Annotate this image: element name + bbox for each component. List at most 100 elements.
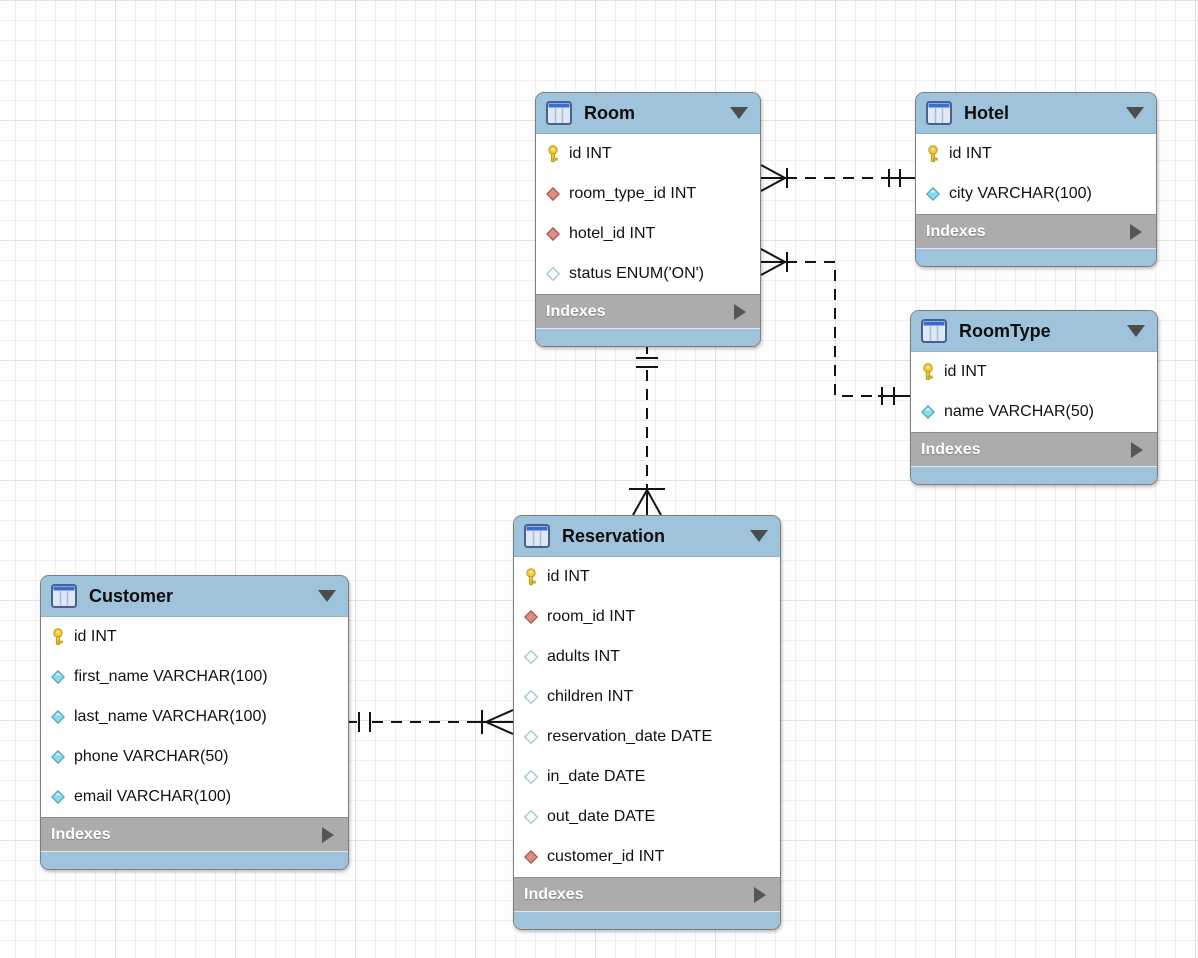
field-label: id INT	[949, 145, 992, 162]
table-title: RoomType	[959, 320, 1051, 341]
table-header[interactable]: Reservation	[514, 516, 780, 557]
field-label: id INT	[547, 568, 590, 585]
indexes-row[interactable]: Indexes	[41, 817, 348, 851]
relationship-room-reservation[interactable]	[629, 345, 665, 516]
field-row[interactable]: room_id INT	[514, 597, 780, 637]
table-title: Reservation	[562, 525, 666, 546]
collapse-arrow-icon[interactable]	[750, 530, 768, 542]
collapse-arrow-icon[interactable]	[1126, 107, 1144, 119]
field-row[interactable]: id INT	[916, 134, 1156, 174]
field-row[interactable]: reservation_date DATE	[514, 717, 780, 757]
table-title: Room	[584, 102, 635, 123]
field-label: email VARCHAR(100)	[74, 788, 232, 805]
field-label: city VARCHAR(100)	[949, 185, 1092, 202]
field-label: reservation_date DATE	[547, 728, 713, 745]
indexes-label: Indexes	[926, 222, 986, 240]
nullable-column-icon	[523, 770, 539, 784]
field-label: room_id INT	[547, 608, 636, 625]
field-row[interactable]: in_date DATE	[514, 757, 780, 797]
table-footer	[916, 248, 1156, 266]
primary-key-icon	[920, 363, 936, 381]
field-list: id INT name VARCHAR(50)	[911, 352, 1157, 432]
field-row[interactable]: id INT	[41, 617, 348, 657]
field-row[interactable]: first_name VARCHAR(100)	[41, 657, 348, 697]
field-label: name VARCHAR(50)	[944, 403, 1094, 420]
field-row[interactable]: email VARCHAR(100)	[41, 777, 348, 817]
table-footer	[536, 328, 760, 346]
column-icon	[925, 187, 941, 201]
field-label: last_name VARCHAR(100)	[74, 708, 267, 725]
column-icon	[50, 710, 66, 724]
field-row[interactable]: name VARCHAR(50)	[911, 392, 1157, 432]
table-room[interactable]: Room id INT room_type_id INT hotel_id IN…	[535, 92, 761, 347]
column-icon	[920, 405, 936, 419]
table-reservation[interactable]: Reservation id INT room_id INT adults IN…	[513, 515, 781, 930]
field-label: out_date DATE	[547, 808, 656, 825]
table-footer	[911, 466, 1157, 484]
nullable-column-icon	[523, 690, 539, 704]
relationship-room-roomtype[interactable]	[760, 248, 910, 405]
table-header[interactable]: Customer	[41, 576, 348, 617]
field-row[interactable]: adults INT	[514, 637, 780, 677]
field-row[interactable]: id INT	[514, 557, 780, 597]
field-row[interactable]: out_date DATE	[514, 797, 780, 837]
foreign-key-icon	[545, 187, 561, 201]
table-title: Hotel	[964, 102, 1009, 123]
field-label: room_type_id INT	[569, 185, 697, 202]
table-header[interactable]: RoomType	[911, 311, 1157, 352]
field-row[interactable]: hotel_id INT	[536, 214, 760, 254]
expand-arrow-icon[interactable]	[754, 886, 766, 903]
table-icon	[524, 524, 550, 548]
expand-arrow-icon[interactable]	[1131, 441, 1143, 458]
field-row[interactable]: customer_id INT	[514, 837, 780, 877]
field-row[interactable]: status ENUM('ON')	[536, 254, 760, 294]
collapse-arrow-icon[interactable]	[318, 590, 336, 602]
table-footer	[514, 911, 780, 929]
field-row[interactable]: room_type_id INT	[536, 174, 760, 214]
field-list: id INT first_name VARCHAR(100) last_name…	[41, 617, 348, 817]
foreign-key-icon	[523, 610, 539, 624]
primary-key-icon	[925, 145, 941, 163]
field-row[interactable]: city VARCHAR(100)	[916, 174, 1156, 214]
table-header[interactable]: Room	[536, 93, 760, 134]
collapse-arrow-icon[interactable]	[730, 107, 748, 119]
indexes-label: Indexes	[546, 302, 606, 320]
indexes-row[interactable]: Indexes	[916, 214, 1156, 248]
field-label: id INT	[944, 363, 987, 380]
relationship-room-hotel[interactable]	[760, 164, 915, 192]
foreign-key-icon	[545, 227, 561, 241]
nullable-column-icon	[523, 810, 539, 824]
field-row[interactable]: id INT	[911, 352, 1157, 392]
table-icon	[926, 101, 952, 125]
field-list: id INT room_type_id INT hotel_id INT sta…	[536, 134, 760, 294]
column-icon	[50, 750, 66, 764]
table-customer[interactable]: Customer id INT first_name VARCHAR(100) …	[40, 575, 349, 870]
collapse-arrow-icon[interactable]	[1127, 325, 1145, 337]
primary-key-icon	[50, 628, 66, 646]
field-label: phone VARCHAR(50)	[74, 748, 229, 765]
field-row[interactable]: last_name VARCHAR(100)	[41, 697, 348, 737]
column-icon	[50, 670, 66, 684]
table-icon	[921, 319, 947, 343]
table-header[interactable]: Hotel	[916, 93, 1156, 134]
relationship-customer-reservation[interactable]	[349, 709, 514, 735]
indexes-label: Indexes	[51, 825, 111, 843]
indexes-row[interactable]: Indexes	[911, 432, 1157, 466]
nullable-column-icon	[523, 650, 539, 664]
expand-arrow-icon[interactable]	[322, 826, 334, 843]
table-roomtype[interactable]: RoomType id INT name VARCHAR(50) Indexes	[910, 310, 1158, 485]
field-row[interactable]: id INT	[536, 134, 760, 174]
field-row[interactable]: children INT	[514, 677, 780, 717]
indexes-label: Indexes	[921, 440, 981, 458]
primary-key-icon	[545, 145, 561, 163]
table-icon	[51, 584, 77, 608]
table-hotel[interactable]: Hotel id INT city VARCHAR(100) Indexes	[915, 92, 1157, 267]
field-list: id INT city VARCHAR(100)	[916, 134, 1156, 214]
expand-arrow-icon[interactable]	[1130, 223, 1142, 240]
expand-arrow-icon[interactable]	[734, 303, 746, 320]
field-label: status ENUM('ON')	[569, 265, 705, 282]
field-row[interactable]: phone VARCHAR(50)	[41, 737, 348, 777]
indexes-row[interactable]: Indexes	[514, 877, 780, 911]
indexes-row[interactable]: Indexes	[536, 294, 760, 328]
